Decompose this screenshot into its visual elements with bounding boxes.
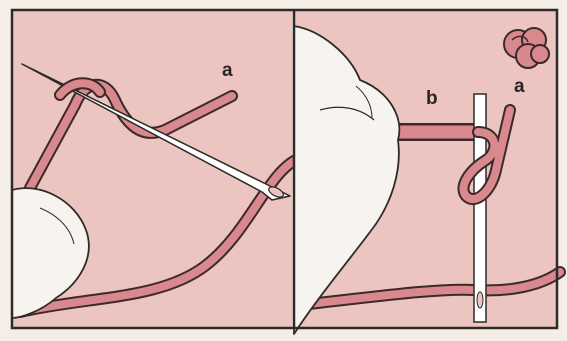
hand-left bbox=[11, 187, 90, 319]
thread-left-over-needle bbox=[54, 77, 106, 101]
label-left-a: a bbox=[222, 60, 233, 81]
thread-left-long bbox=[14, 152, 306, 318]
label-right-b: b bbox=[426, 88, 438, 109]
panel-left: a bbox=[11, 10, 306, 328]
figure-frame bbox=[10, 8, 559, 330]
panel-right: b a bbox=[293, 10, 566, 335]
needle-right bbox=[473, 93, 487, 323]
thread-right-loop bbox=[457, 104, 516, 205]
knot-icon bbox=[503, 27, 550, 69]
needle-left bbox=[21, 63, 291, 201]
label-right-a: a bbox=[514, 76, 525, 97]
hand-right bbox=[293, 25, 401, 335]
thread-right-long bbox=[294, 266, 566, 311]
